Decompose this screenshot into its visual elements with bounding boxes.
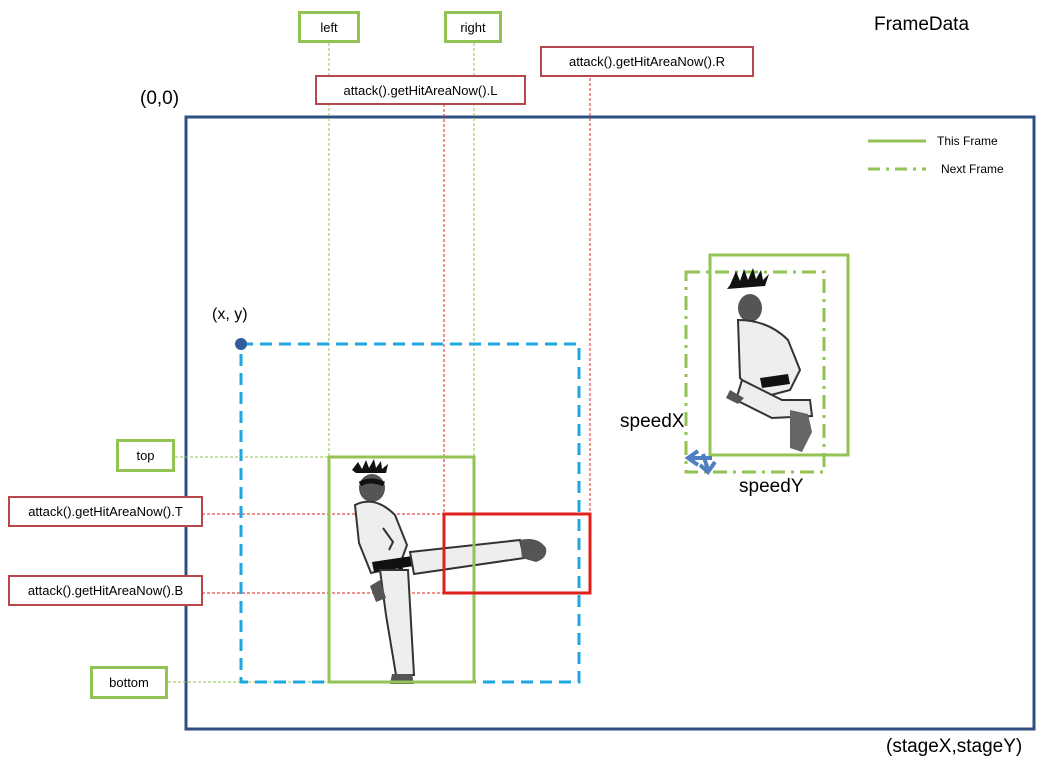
fighter-kicking (352, 459, 547, 684)
diagram-title: FrameData (874, 14, 970, 35)
speed-arrows (684, 449, 717, 475)
speedy-label: speedY (739, 476, 804, 497)
fighter1-hitbox (327, 455, 476, 684)
position-point (235, 338, 247, 350)
fighter-jumping (726, 268, 814, 452)
speedy-arrow (701, 453, 710, 471)
legend-this-frame-label: This Frame (937, 134, 998, 148)
fighter2-this-frame-box (708, 253, 850, 457)
origin-label: (0,0) (140, 88, 180, 109)
hit-area-bottom-label: attack().getHitAreaNow().B (8, 575, 203, 606)
stage-size-label: (stageX,stageY) (886, 736, 1023, 757)
speedx-label: speedX (620, 411, 685, 432)
hit-area-left-label: attack().getHitAreaNow().L (315, 75, 526, 105)
hit-area-right-label: attack().getHitAreaNow().R (540, 46, 754, 77)
hit-area-top-label: attack().getHitAreaNow().T (8, 496, 203, 527)
right-label: right (444, 11, 502, 43)
left-label: left (298, 11, 360, 43)
bottom-label: bottom (90, 666, 168, 699)
stage-boundary (184, 115, 1036, 731)
legend-next-frame-label: Next Frame (941, 162, 1004, 176)
position-label: (x, y) (212, 306, 248, 323)
attack-hit-area (442, 512, 592, 595)
top-label: top (116, 439, 175, 472)
fighter2-next-frame-box (684, 270, 826, 474)
